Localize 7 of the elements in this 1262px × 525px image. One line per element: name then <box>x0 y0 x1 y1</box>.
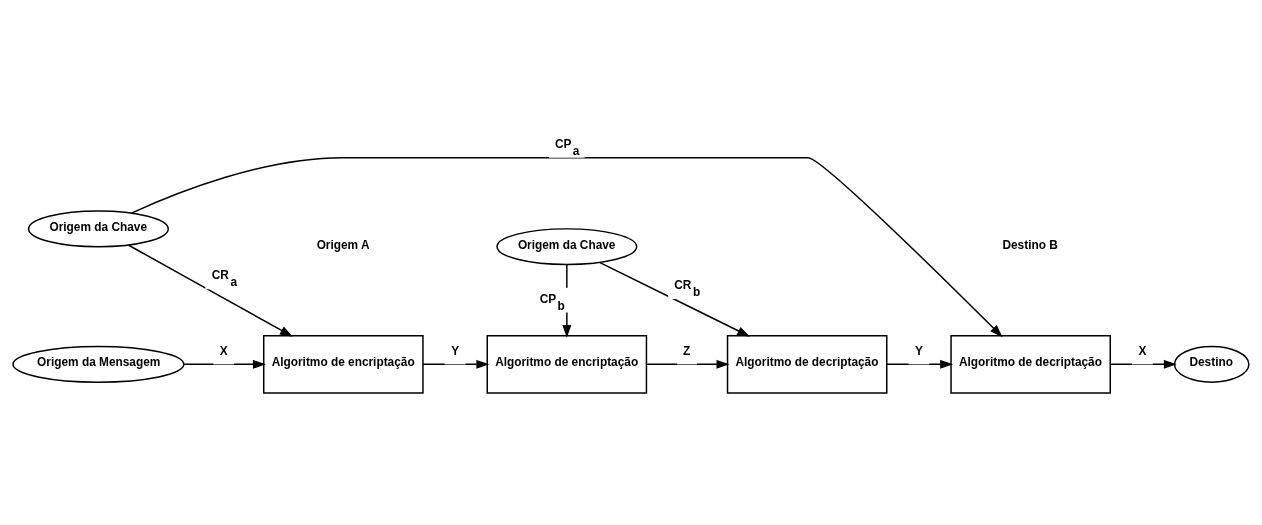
edge-label: Y <box>914 343 923 358</box>
edge-label: X <box>219 343 228 358</box>
edge-label: Y <box>451 343 460 358</box>
label: Origem A <box>316 237 370 252</box>
edge-label: Z <box>683 343 691 358</box>
edge-label: X <box>1138 343 1147 358</box>
label: Destino B <box>1002 237 1058 252</box>
